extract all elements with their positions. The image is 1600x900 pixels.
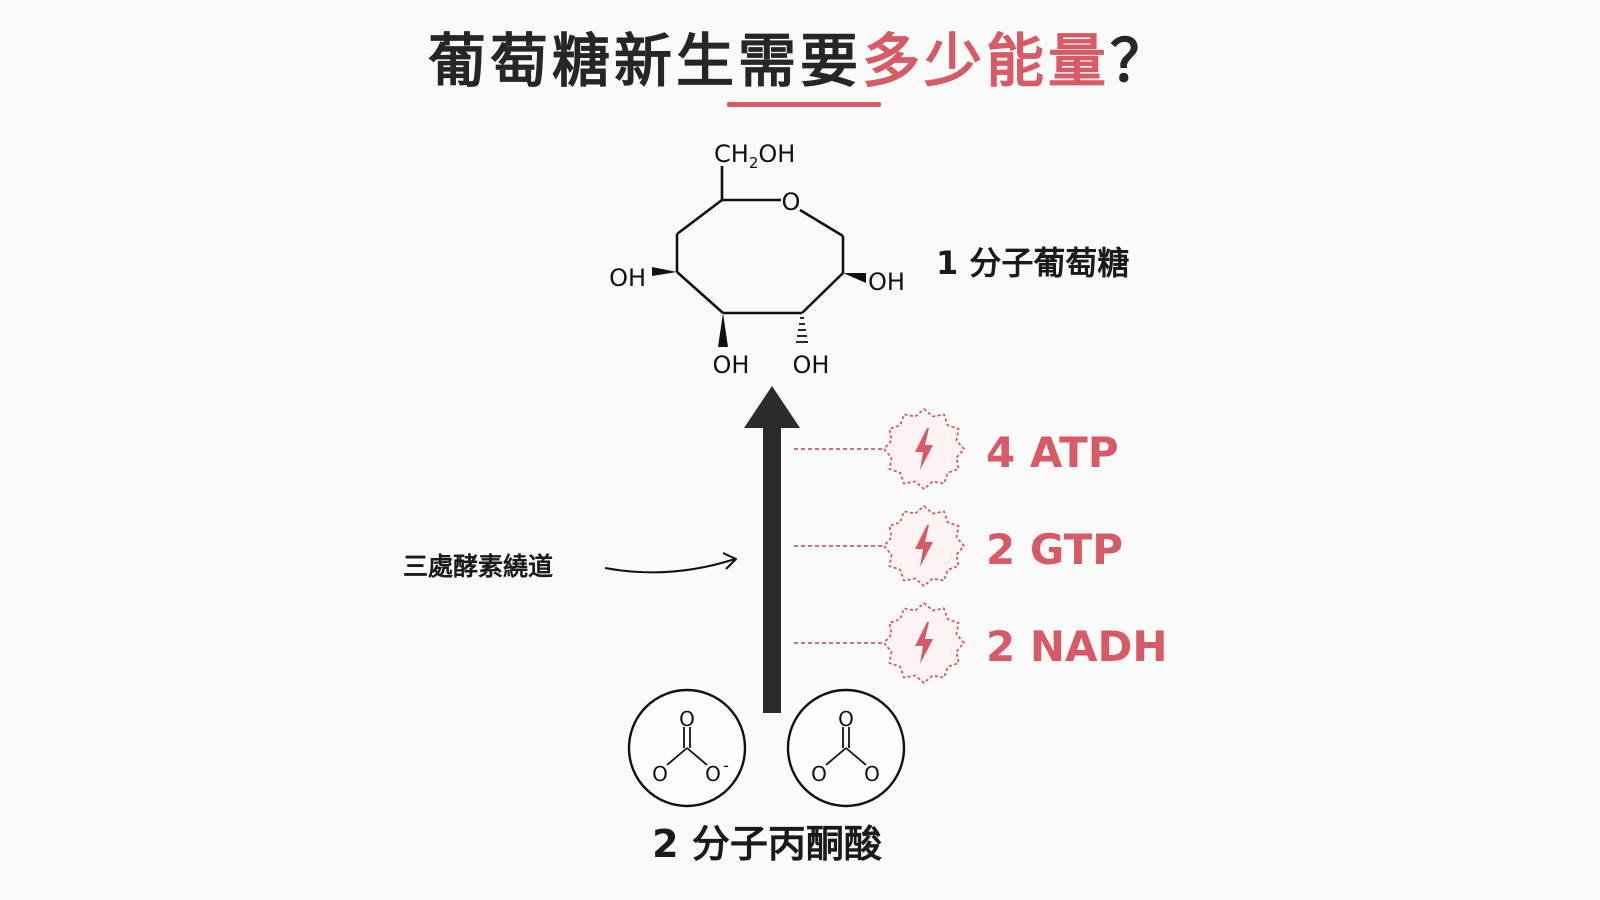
pathway-arrow-shaft [763, 425, 781, 713]
atom-o-left: O [652, 762, 668, 786]
bypass-label: 三處酵素繞道 [403, 552, 553, 581]
energy-label: 4 ATP [986, 428, 1119, 477]
hashed-bond [796, 317, 808, 343]
bypass-pointer-arrowhead [722, 552, 737, 570]
energy-label: 2 NADH [986, 622, 1168, 671]
pyruvate-molecule-2: O O O [786, 688, 906, 808]
ring-bond [676, 198, 723, 236]
lightning-badge-icon [883, 602, 965, 684]
oh-right-label: OH [868, 268, 905, 296]
wedge-bond-bottom-left [718, 313, 728, 347]
negative-charge: - [723, 756, 729, 775]
energy-label: 2 GTP [986, 525, 1123, 574]
atom-o-right: O [864, 762, 880, 786]
title-part-2-accent: 多少能量 [861, 27, 1110, 95]
title-part-3: ？ [1110, 27, 1173, 95]
energy-row-atp: 4 ATP [794, 408, 1119, 490]
atom-o-left: O [811, 762, 827, 786]
energy-row-gtp: 2 GTP [794, 505, 1123, 587]
atom-o-top: O [838, 707, 854, 731]
wedge-bond-right [843, 273, 866, 283]
wedge-bond-left [652, 267, 677, 276]
ring-bond [799, 208, 844, 238]
title-underline [727, 102, 881, 107]
oh-bottom-left-label: OH [713, 351, 750, 379]
molecule-bonds [666, 727, 708, 766]
atom-o-top: O [679, 707, 695, 731]
energy-row-nadh: 2 NADH [794, 602, 1168, 684]
oh-left-label: OH [609, 264, 646, 292]
molecule-bonds [825, 727, 867, 766]
title-part-1: 葡萄糖新生需要 [427, 27, 862, 95]
pathway-arrow-head [744, 386, 800, 428]
page-title: 葡萄糖新生需要多少能量？ [0, 14, 1600, 98]
ch2oh-label: CH2OH [714, 140, 795, 172]
pyruvate-label: 2 分子丙酮酸 [652, 822, 883, 866]
ring-bond [801, 272, 844, 314]
lightning-badge-icon [883, 408, 965, 490]
glucose-structure [675, 166, 845, 315]
ring-bond [676, 271, 724, 314]
atom-o-right: O [705, 762, 721, 786]
lightning-badge-icon [883, 505, 965, 587]
oh-bottom-right-label: OH [793, 351, 830, 379]
bypass-pointer-arrow [604, 558, 736, 574]
glucose-label: 1 分子葡萄糖 [936, 244, 1129, 282]
ring-oxygen-label: O [782, 188, 801, 216]
pyruvate-molecule-1: O O O - [627, 688, 747, 808]
